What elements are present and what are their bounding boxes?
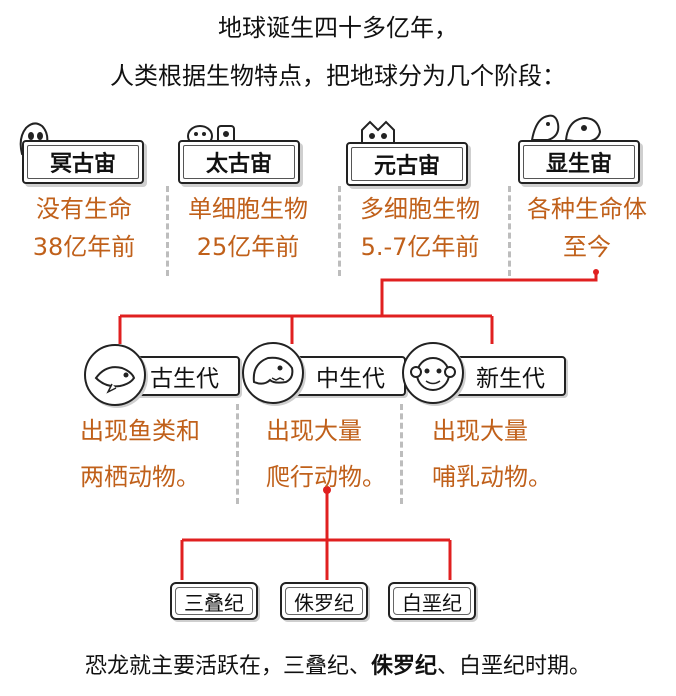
era-desc-mesozoic-line2: 爬行动物。 xyxy=(266,463,386,491)
eon-desc-hadean-line1: 没有生命 xyxy=(36,195,132,223)
era-label-paleozoic-text: 古生代 xyxy=(150,366,219,392)
footer-part1: 恐龙就主要活跃在，三叠纪、 xyxy=(84,654,371,679)
era-desc-cenozoic: 出现大量 哺乳动物。 xyxy=(432,408,572,500)
era-label-cenozoic-text: 新生代 xyxy=(476,366,545,392)
era-desc-mesozoic-line1: 出现大量 xyxy=(266,417,362,445)
eon-desc-proterozoic-line2: 5.-7亿年前 xyxy=(360,233,480,261)
eon-desc-archean-line1: 单细胞生物 xyxy=(188,195,308,223)
dinosaur-icon xyxy=(252,356,294,385)
eon-label-archean: 太古宙 xyxy=(178,140,300,184)
eon-desc-phanerozoic-line1: 各种生命体 xyxy=(527,195,647,223)
era-icon-cenozoic xyxy=(402,342,464,404)
eon-desc-phanerozoic-line2: 至今 xyxy=(563,233,611,261)
era-icon-paleozoic xyxy=(84,344,146,406)
era-desc-paleozoic: 出现鱼类和 两栖动物。 xyxy=(80,408,230,500)
monkey-icon xyxy=(410,357,456,391)
era-desc-mesozoic: 出现大量 爬行动物。 xyxy=(266,408,406,500)
eon-desc-phanerozoic: 各种生命体 至今 xyxy=(512,190,662,266)
fish-icon xyxy=(94,366,136,394)
eon-separator-3 xyxy=(508,186,511,276)
era-desc-paleozoic-line2: 两栖动物。 xyxy=(80,463,200,491)
footer-part2: 、白垩纪时期。 xyxy=(437,654,592,679)
eon-label-hadean: 冥古宙 xyxy=(22,140,144,184)
eon-desc-hadean-line2: 38亿年前 xyxy=(32,233,136,261)
eon-desc-archean-line2: 25亿年前 xyxy=(196,233,300,261)
eon-desc-archean: 单细胞生物 25亿年前 xyxy=(176,190,320,266)
animals-icon xyxy=(530,114,602,144)
eon-label-phanerozoic: 显生宙 xyxy=(518,140,640,184)
footer-bold: 侏罗纪 xyxy=(370,654,437,679)
title-line-1: 地球诞生四十多亿年， xyxy=(218,14,458,42)
eon-desc-proterozoic-line1: 多细胞生物 xyxy=(360,195,480,223)
eon-separator-1 xyxy=(166,186,169,276)
era-separator-1 xyxy=(236,404,239,504)
era-separator-2 xyxy=(400,404,403,504)
eon-desc-hadean: 没有生命 38亿年前 xyxy=(12,190,156,266)
period-jurassic: 侏罗纪 xyxy=(280,582,368,620)
eon-separator-2 xyxy=(338,186,341,276)
era-desc-cenozoic-line1: 出现大量 xyxy=(432,417,528,445)
eon-desc-proterozoic: 多细胞生物 5.-7亿年前 xyxy=(346,190,494,266)
footer-text: 恐龙就主要活跃在，三叠纪、侏罗纪、白垩纪时期。 xyxy=(0,648,676,680)
title-line-2: 人类根据生物特点，把地球分为几个阶段： xyxy=(110,62,566,90)
era-desc-cenozoic-line2: 哺乳动物。 xyxy=(432,463,552,491)
era-label-mesozoic-text: 中生代 xyxy=(316,366,385,392)
eon-label-proterozoic: 元古宙 xyxy=(346,142,468,186)
era-desc-paleozoic-line1: 出现鱼类和 xyxy=(80,417,200,445)
era-icon-mesozoic xyxy=(242,342,304,404)
connector-eon-to-eras xyxy=(380,272,598,316)
period-triassic: 三叠纪 xyxy=(170,582,258,620)
period-cretaceous: 白垩纪 xyxy=(388,582,476,620)
